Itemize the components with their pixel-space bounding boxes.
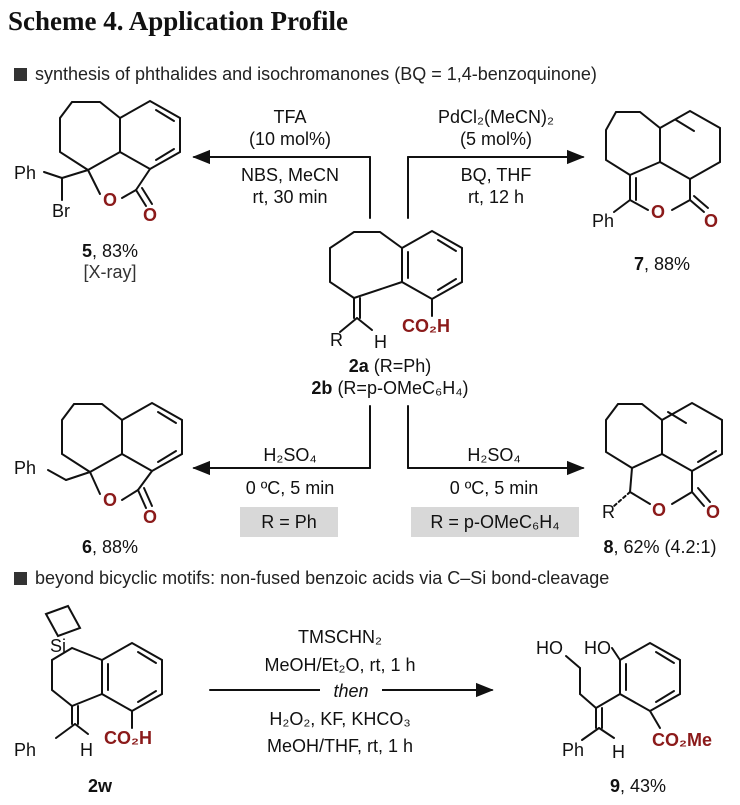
compound-6-number: 6 bbox=[81, 537, 92, 557]
atom-o-8b: O bbox=[706, 502, 721, 522]
cond-tfa-3: NBS, MeCN bbox=[240, 165, 339, 185]
atom-o-8a: O bbox=[652, 500, 667, 520]
atom-co2h-2w: CO₂H bbox=[104, 728, 152, 748]
cond-pd-1: PdCl₂(MeCN)₂ bbox=[438, 107, 554, 127]
scheme-title: Scheme 4. Application Profile bbox=[8, 6, 348, 36]
cond-bottom-4: H₂O₂, KF, KHCO₃ bbox=[269, 709, 411, 729]
atom-o-7a: O bbox=[651, 202, 666, 222]
compound-2b-number: 2b bbox=[311, 378, 333, 398]
compound-2a-desc: (R=Ph) bbox=[368, 356, 432, 376]
atom-o-6b: O bbox=[143, 507, 158, 527]
cond-h2so4-left-1: H₂SO₄ bbox=[263, 445, 317, 465]
cond-h2so4-left-2: 0 ºC, 5 min bbox=[245, 478, 335, 498]
atom-o-5b: O bbox=[143, 205, 158, 225]
cond-bottom-1: TMSCHN₂ bbox=[298, 627, 382, 647]
compound-7-yield: , 88% bbox=[643, 254, 691, 274]
atom-br-5: Br bbox=[52, 201, 70, 221]
structure-8 bbox=[605, 401, 723, 507]
cond-h2so4-left-box: R = Ph bbox=[240, 507, 338, 537]
label-compound-7: 7, 88% bbox=[612, 253, 712, 275]
cond-bottom-5: MeOH/THF, rt, 1 h bbox=[266, 736, 414, 756]
section-header-2: beyond bicyclic motifs: non-fused benzoi… bbox=[14, 568, 609, 589]
cond-pd-2: (5 mol%) bbox=[459, 129, 532, 149]
atom-ho-9b: HO bbox=[584, 638, 611, 658]
section-header-1: synthesis of phthalides and isochromanon… bbox=[14, 64, 597, 85]
cond-pd-4: rt, 12 h bbox=[467, 187, 525, 207]
label-compound-2a: 2a (R=Ph) bbox=[300, 355, 480, 377]
cond-h2so4-right-box: R = p-OMeC₆H₄ bbox=[411, 507, 579, 537]
cond-tfa-4: rt, 30 min bbox=[252, 187, 328, 207]
compound-5-number: 5 bbox=[81, 241, 92, 261]
atom-ph-7: Ph bbox=[592, 211, 615, 231]
compound-9-number: 9 bbox=[609, 776, 620, 796]
atom-h-2w: H bbox=[80, 740, 93, 760]
atom-ph-6: Ph bbox=[14, 458, 37, 478]
atom-r-2a: R bbox=[330, 330, 343, 350]
atom-co2h-2a: CO₂H bbox=[402, 316, 450, 336]
bullet-square-icon bbox=[14, 572, 27, 585]
label-compound-9: 9, 43% bbox=[588, 775, 688, 797]
atom-ho-9a: HO bbox=[536, 638, 563, 658]
atom-o-5a: O bbox=[103, 190, 118, 210]
atom-ph-2w: Ph bbox=[14, 740, 37, 760]
arrow-to-5 bbox=[192, 149, 371, 219]
structure-2a bbox=[329, 229, 463, 333]
compound-5-note: [X-ray] bbox=[83, 262, 137, 282]
structure-9 bbox=[565, 641, 681, 741]
atom-r-8: R bbox=[602, 502, 615, 522]
structure-2w bbox=[44, 604, 163, 739]
compound-7-number: 7 bbox=[633, 254, 644, 274]
label-compound-8: 8, 62% (4.2:1) bbox=[582, 536, 738, 558]
cond-bottom-then: then bbox=[320, 680, 382, 702]
cond-tfa-2: (10 mol%) bbox=[248, 129, 332, 149]
cond-bottom-2: MeOH/Et₂O, rt, 1 h bbox=[264, 655, 416, 675]
compound-8-number: 8 bbox=[603, 537, 614, 557]
compound-9-yield: , 43% bbox=[619, 776, 667, 796]
atom-h-9: H bbox=[612, 742, 625, 762]
label-compound-6: 6, 88% bbox=[60, 536, 160, 558]
atom-co2me-9: CO₂Me bbox=[652, 730, 713, 750]
atom-si-2w: Si bbox=[50, 636, 67, 656]
compound-2a-number: 2a bbox=[348, 356, 369, 376]
atom-ph-9: Ph bbox=[562, 740, 585, 760]
label-compound-5: 5, 83% bbox=[60, 240, 160, 262]
atom-o-7b: O bbox=[704, 211, 719, 231]
compound-6-yield: , 88% bbox=[91, 537, 139, 557]
cond-h2so4-right-2: 0 ºC, 5 min bbox=[449, 478, 539, 498]
label-compound-2w: 2w bbox=[60, 775, 140, 797]
structure-6 bbox=[47, 401, 183, 509]
structure-7 bbox=[605, 109, 721, 213]
arrow-to-6 bbox=[192, 405, 371, 476]
atom-h-2a: H bbox=[374, 332, 387, 352]
atom-ph-5: Ph bbox=[14, 163, 37, 183]
compound-2b-desc: (R=p-OMeC₆H₄) bbox=[332, 378, 469, 398]
cond-tfa-1: TFA bbox=[273, 107, 307, 127]
cond-pd-3: BQ, THF bbox=[460, 165, 532, 185]
compound-5-yield: , 83% bbox=[91, 241, 139, 261]
compound-8-yield: , 62% (4.2:1) bbox=[613, 537, 717, 557]
cond-h2so4-right-1: H₂SO₄ bbox=[467, 445, 521, 465]
atom-o-6a: O bbox=[103, 490, 118, 510]
bullet-square-icon bbox=[14, 68, 27, 81]
structure-5 bbox=[43, 99, 181, 207]
section-2-text: beyond bicyclic motifs: non-fused benzoi… bbox=[35, 568, 610, 588]
compound-2w-number: 2w bbox=[87, 776, 112, 796]
label-compound-2b: 2b (R=p-OMeC₆H₄) bbox=[280, 377, 500, 399]
arrow-to-8 bbox=[407, 405, 585, 476]
arrow-to-7 bbox=[407, 149, 585, 219]
section-1-text: synthesis of phthalides and isochromanon… bbox=[35, 64, 597, 84]
